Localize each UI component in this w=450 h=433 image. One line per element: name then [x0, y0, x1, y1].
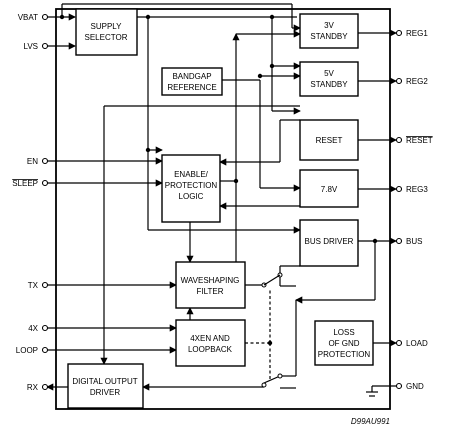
waveshaping-line1: WAVESHAPING	[181, 276, 240, 285]
pin-vbat: VBAT	[18, 13, 38, 22]
standby-3v-line1: 3V	[324, 21, 334, 30]
enable-line1: ENABLE/	[174, 170, 209, 179]
pin-4x: 4X	[28, 324, 38, 333]
standby-5v-block: 5V STANDBY	[299, 61, 359, 97]
junction-dots	[59, 14, 378, 346]
pin-en: EN	[27, 157, 38, 166]
standby-3v-block: 3V STANDBY	[299, 13, 359, 49]
bandgap-line1: BANDGAP	[172, 72, 211, 81]
dod-line2: DRIVER	[90, 388, 120, 397]
pin-reg1: REG1	[406, 29, 428, 38]
bus-driver-label: BUS DRIVER	[305, 237, 354, 246]
pin-tx: TX	[28, 281, 39, 290]
pin-reg2: REG2	[406, 77, 428, 86]
reset-block: RESET	[299, 119, 359, 161]
loss-gnd-line2: OF GND	[328, 339, 359, 348]
loss-of-gnd-block: LOSS OF GND PROTECTION	[314, 320, 374, 366]
right-pins: REG1 REG2 RESET REG3 BUS LOAD GND	[395, 29, 433, 391]
bandgap-line2: REFERENCE	[167, 83, 216, 92]
switch-contacts	[261, 272, 283, 388]
reset-block-label: RESET	[316, 136, 343, 145]
reg-7v8-label: 7.8V	[321, 185, 338, 194]
loss-gnd-line3: PROTECTION	[318, 350, 371, 359]
reg-7v8-block: 7.8V	[299, 169, 359, 208]
supply-selector-line2: SELECTOR	[85, 33, 128, 42]
enable-line2: PROTECTION	[165, 181, 218, 190]
pin-rx: RX	[27, 383, 39, 392]
standby-3v-line2: STANDBY	[310, 32, 348, 41]
standby-5v-line1: 5V	[324, 69, 334, 78]
loopback-block: 4XEN AND LOOPBACK	[175, 319, 246, 367]
pin-reset: RESET	[406, 136, 433, 145]
waveshaping-line2: FILTER	[197, 287, 224, 296]
supply-selector-line1: SUPPLY	[91, 22, 123, 31]
supply-selector-block: SUPPLY SELECTOR	[75, 8, 138, 56]
pin-lvs: LVS	[23, 42, 38, 51]
enable-line3: LOGIC	[179, 192, 204, 201]
pin-load: LOAD	[406, 339, 428, 348]
pin-gnd: GND	[406, 382, 424, 391]
pin-sleep: SLEEP	[12, 179, 38, 188]
dod-line1: DIGITAL OUTPUT	[72, 377, 137, 386]
pin-reg3: REG3	[406, 185, 428, 194]
bandgap-reference-block: BANDGAP REFERENCE	[161, 67, 223, 96]
standby-5v-line2: STANDBY	[310, 80, 348, 89]
loopback-line2: LOOPBACK	[188, 345, 233, 354]
pin-loop: LOOP	[16, 346, 38, 355]
pin-bus: BUS	[406, 237, 422, 246]
figure-reference: D99AU991	[351, 417, 390, 426]
loss-gnd-line1: LOSS	[333, 328, 354, 337]
waveshaping-filter-block: WAVESHAPING FILTER	[175, 261, 246, 309]
loopback-line1: 4XEN AND	[190, 334, 230, 343]
enable-protection-block: ENABLE/ PROTECTION LOGIC	[161, 154, 221, 223]
bus-driver-block: BUS DRIVER	[299, 219, 359, 267]
left-pins: VBAT LVS EN SLEEP TX 4X LOOP RX	[12, 13, 49, 392]
digital-output-driver-block: DIGITAL OUTPUT DRIVER	[67, 363, 144, 409]
